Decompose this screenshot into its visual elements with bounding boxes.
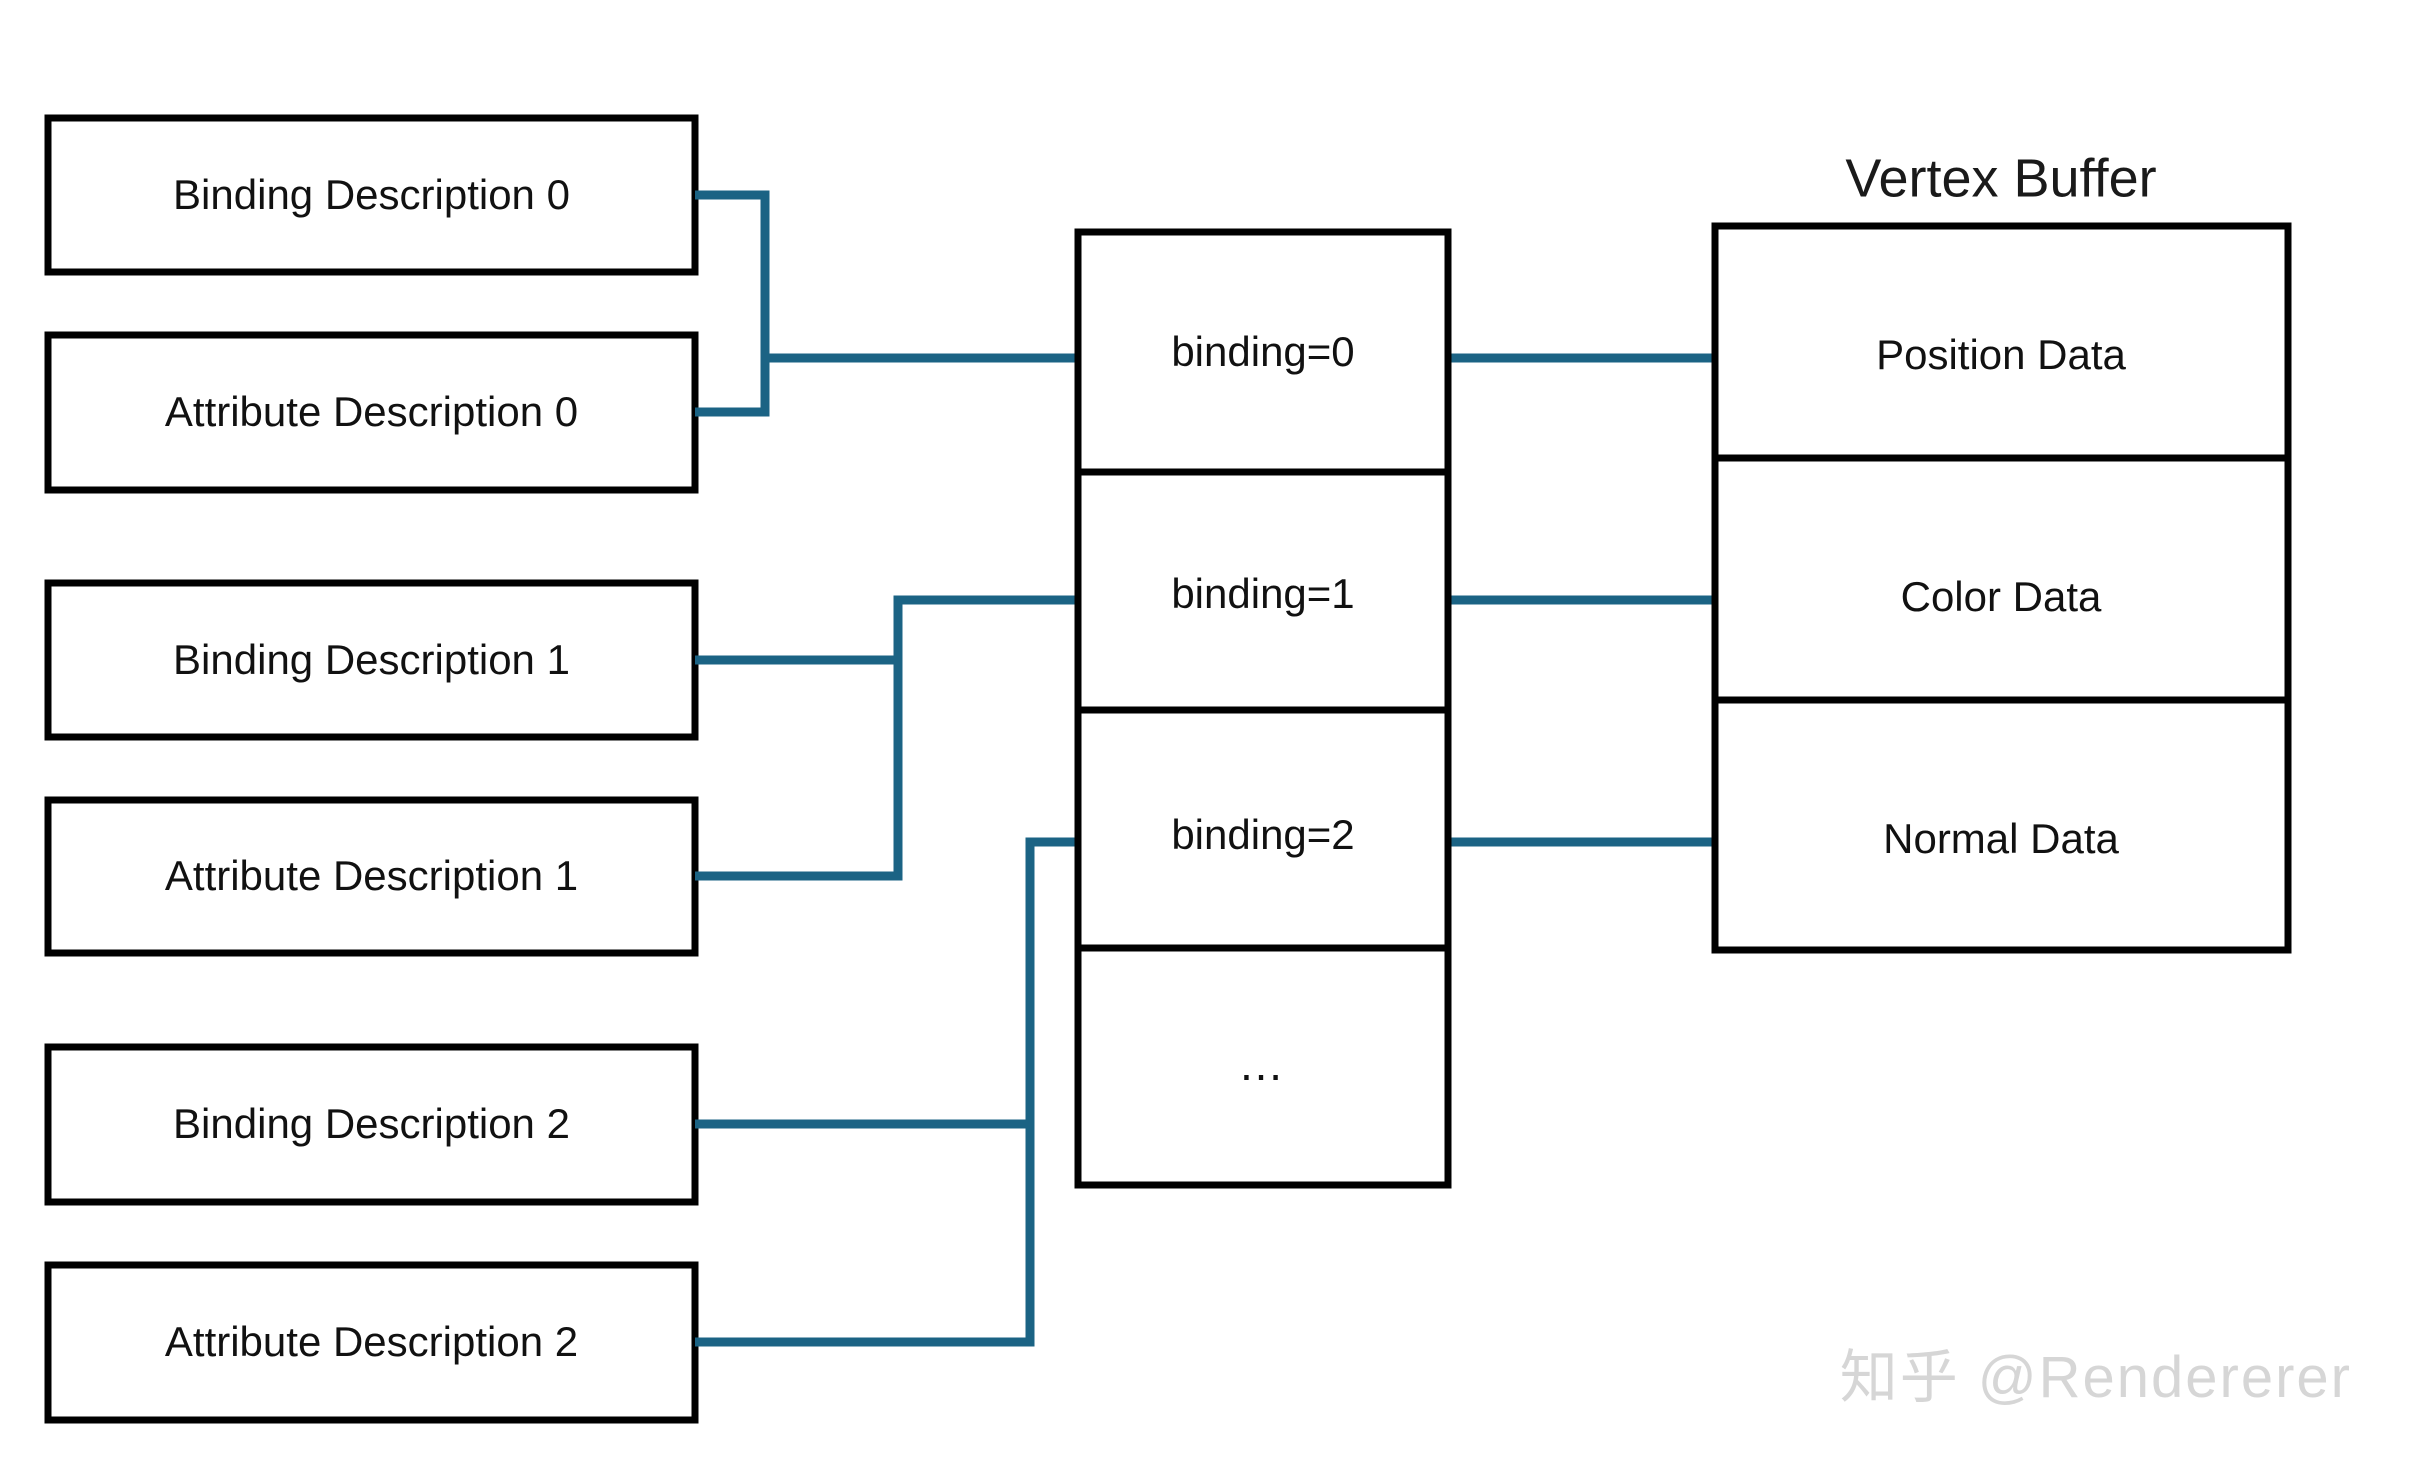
attribute-description-0-rect[interactable] — [44, 331, 699, 494]
binding-cell-1-rect[interactable] — [1074, 468, 1452, 714]
binding-cell-0[interactable]: binding=0 — [1074, 228, 1452, 476]
vertex-buffer-group: Vertex Buffer Position Data Color Data N… — [1711, 148, 2292, 954]
binding-list-group: binding=0 binding=1 binding=2 … — [1074, 228, 1452, 1189]
connector-attr-desc-0-to-binding0 — [695, 353, 1078, 417]
binding-cell-ellipsis[interactable]: … — [1074, 944, 1452, 1189]
attribute-description-0-label: Attribute Description 0 — [165, 388, 578, 435]
left-column-group: Binding Description 0 Attribute Descript… — [44, 114, 699, 1424]
binding-description-0-label: Binding Description 0 — [173, 171, 570, 218]
attribute-description-2-box[interactable]: Attribute Description 2 — [44, 1261, 699, 1424]
binding-cell-ellipsis-rect[interactable] — [1074, 944, 1452, 1189]
binding-description-2-rect[interactable] — [44, 1043, 699, 1206]
binding-cell-0-rect[interactable] — [1074, 228, 1452, 476]
binding-description-0-rect[interactable] — [44, 114, 699, 276]
binding-cell-1[interactable]: binding=1 — [1074, 468, 1452, 714]
vertex-buffer-cell-color[interactable]: Color Data — [1711, 454, 2292, 704]
connector-attr-desc-2-to-binding2 — [695, 837, 1078, 1347]
binding-cell-2-label: binding=2 — [1171, 811, 1354, 858]
binding-cell-2[interactable]: binding=2 — [1074, 706, 1452, 952]
binding-cell-ellipsis-label: … — [1238, 1038, 1288, 1090]
vertex-buffer-cell-normal[interactable]: Normal Data — [1711, 696, 2292, 954]
connector-attr-desc-1-to-binding1 — [695, 595, 1078, 881]
attribute-description-1-label: Attribute Description 1 — [165, 852, 578, 899]
watermark-handle: @Rendererer — [1977, 1345, 2352, 1410]
watermark: 知乎 @Rendererer — [1840, 1330, 2352, 1414]
color-data-rect[interactable] — [1711, 454, 2292, 704]
zhihu-logo-text: 知乎 — [1839, 1345, 1960, 1410]
binding-description-1-box[interactable]: Binding Description 1 — [44, 579, 699, 741]
vertex-buffer-cell-position[interactable]: Position Data — [1711, 222, 2292, 462]
binding-cell-1-label: binding=1 — [1171, 570, 1354, 617]
normal-data-label: Normal Data — [1883, 815, 2119, 862]
connector-binding-desc-2-to-binding2 — [695, 837, 1078, 1129]
attribute-description-1-box[interactable]: Attribute Description 1 — [44, 796, 699, 957]
attribute-description-0-box[interactable]: Attribute Description 0 — [44, 331, 699, 494]
position-data-rect[interactable] — [1711, 222, 2292, 462]
binding-cell-0-label: binding=0 — [1171, 328, 1354, 375]
binding-description-2-box[interactable]: Binding Description 2 — [44, 1043, 699, 1206]
binding-description-1-label: Binding Description 1 — [173, 636, 570, 683]
vertex-buffer-title: Vertex Buffer — [1845, 148, 2156, 208]
attribute-description-2-label: Attribute Description 2 — [165, 1318, 578, 1365]
binding-description-0-box[interactable]: Binding Description 0 — [44, 114, 699, 276]
binding-cell-2-rect[interactable] — [1074, 706, 1452, 952]
binding-description-2-label: Binding Description 2 — [173, 1100, 570, 1147]
position-data-label: Position Data — [1876, 331, 2126, 378]
connector-group — [695, 190, 1715, 1347]
color-data-label: Color Data — [1901, 573, 2102, 620]
binding-description-1-rect[interactable] — [44, 579, 699, 741]
normal-data-rect[interactable] — [1711, 696, 2292, 954]
attribute-description-2-rect[interactable] — [44, 1261, 699, 1424]
connector-binding-desc-1-to-binding1 — [695, 595, 1078, 665]
connector-binding-desc-0-to-binding0 — [695, 190, 1078, 363]
